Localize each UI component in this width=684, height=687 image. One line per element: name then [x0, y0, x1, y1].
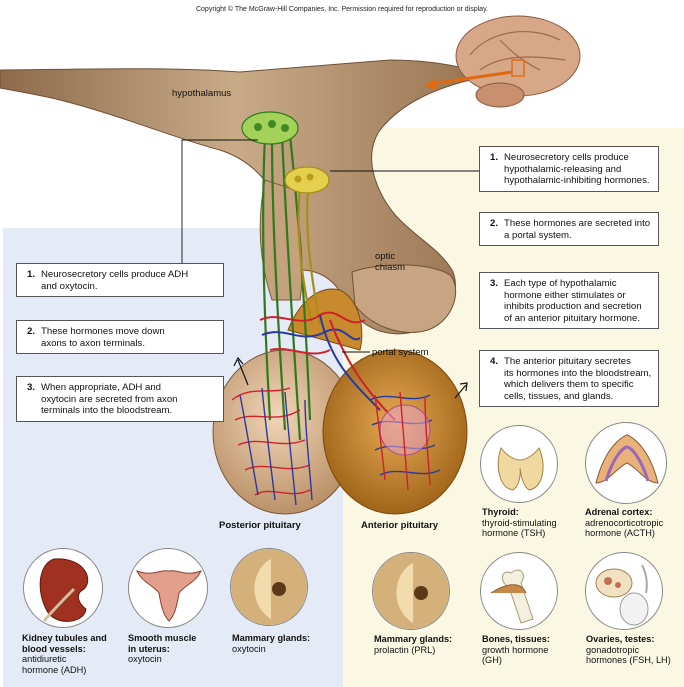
adrenal-caption: Adrenal cortex: adrenocorticotropic horm…	[585, 507, 663, 539]
mammary-gland-icon	[372, 552, 450, 630]
right-step-box: 2. These hormones are secreted into a po…	[479, 212, 659, 246]
right-step-box: 4. The anterior pituitary secretes its h…	[479, 350, 659, 407]
mammary-left-caption: Mammary glands: oxytocin	[232, 633, 310, 654]
step-text: terminals into the bloodstream.	[41, 405, 173, 416]
target-title: Ovaries, testes:	[586, 634, 655, 644]
kidney-icon	[23, 548, 103, 628]
step-text: and oxytocin.	[41, 280, 98, 292]
optic-chiasm-label-line: chiasm	[375, 262, 406, 273]
step-text: oxytocin are secreted from axon	[41, 393, 178, 405]
step-text: hormone either stimulates or	[504, 289, 626, 301]
step-number: 1.	[27, 269, 36, 280]
right-step-box: 3. Each type of hypothalamic hormone eit…	[479, 272, 659, 329]
step-text: Each type of hypothalamic	[504, 278, 617, 289]
step-text: which delivers them to specific	[504, 379, 634, 390]
kidney-caption: Kidney tubules and blood vessels: antidi…	[22, 633, 107, 675]
target-hormone: adrenocorticotropic	[585, 517, 664, 528]
neurosecretory-cells-yellow	[297, 187, 322, 326]
target-hormone: hormone (ACTH)	[585, 528, 655, 538]
right-step-box: 1. Neurosecretory cells produce hypothal…	[479, 146, 659, 192]
left-step-box: 1. Neurosecretory cells produce ADH and …	[16, 263, 224, 297]
thyroid-caption: Thyroid: thyroid-stimulating hormone (TS…	[482, 507, 557, 539]
mammary-gland-icon	[230, 548, 308, 626]
step-number: 3.	[490, 278, 499, 289]
step-text: The anterior pituitary secretes	[504, 356, 631, 367]
step-number: 3.	[27, 382, 36, 393]
target-hormone: oxytocin	[232, 643, 266, 654]
left-step-box: 3. When appropriate, ADH and oxytocin ar…	[16, 376, 224, 422]
target-hormone: growth hormone	[482, 644, 549, 655]
target-title: in uterus:	[128, 643, 170, 654]
target-hormone: gonadotropic	[586, 644, 640, 655]
mammary-right-caption: Mammary glands: prolactin (PRL)	[374, 634, 452, 655]
target-title: blood vessels:	[22, 643, 86, 654]
target-title: Thyroid:	[482, 507, 519, 517]
anterior-capillary-bed	[369, 391, 441, 491]
posterior-capillary-bed	[231, 387, 313, 506]
target-hormone: oxytocin	[128, 654, 162, 664]
target-hormone: hormones (FSH, LH)	[586, 655, 671, 665]
step-number: 2.	[27, 326, 36, 337]
ovaries-caption: Ovaries, testes: gonadotropic hormones (…	[586, 634, 671, 666]
step-text: These hormones are secreted into	[504, 218, 651, 229]
step-text: These hormones move down	[41, 326, 165, 337]
bone-icon	[480, 552, 558, 630]
anterior-pituitary-label: Anterior pituitary	[361, 520, 439, 531]
target-title: Mammary glands:	[374, 634, 453, 644]
brain-orientation-inset	[424, 15, 581, 108]
step-text: hypothalamic-releasing and	[504, 163, 622, 175]
optic-chiasm-label-line: optic	[375, 251, 396, 262]
target-title: Smooth muscle	[128, 633, 197, 643]
uterus-icon	[128, 548, 208, 628]
left-step-box: 2. These hormones move down axons to axo…	[16, 320, 224, 354]
step-number: 1.	[490, 152, 499, 163]
step-text: hypothalamic-inhibiting hormones.	[504, 175, 650, 186]
target-hormone: prolactin (PRL)	[374, 644, 436, 655]
target-title: Kidney tubules and	[22, 633, 107, 643]
target-hormone: thyroid-stimulating	[482, 517, 557, 528]
bones-caption: Bones, tissues: growth hormone (GH)	[482, 634, 550, 666]
step-text: its hormones into the bloodstream,	[504, 367, 652, 379]
leader-lines	[181, 139, 480, 353]
uterus-caption: Smooth muscle in uterus: oxytocin	[128, 633, 196, 665]
optic-chiasm-shape	[351, 264, 457, 333]
hypothalamus-label: hypothalamus	[172, 88, 232, 99]
step-text: a portal system.	[504, 229, 572, 241]
target-title: Mammary glands:	[232, 633, 311, 643]
posterior-pituitary-label: Posterior pituitary	[219, 520, 301, 531]
step-number: 2.	[490, 218, 499, 229]
portal-system-vessels	[259, 311, 396, 421]
target-title: Adrenal cortex:	[585, 507, 653, 517]
target-hormone: antidiuretic	[22, 654, 67, 664]
portal-system-label: portal system	[372, 347, 429, 358]
step-text: Neurosecretory cells produce	[504, 152, 629, 163]
step-number: 4.	[490, 356, 499, 367]
target-title: Bones, tissues:	[482, 634, 550, 644]
thyroid-icon	[480, 425, 558, 503]
ovary-testis-icon	[585, 552, 663, 630]
copyright-notice: Copyright © The McGraw-Hill Companies, I…	[195, 6, 488, 13]
target-hormone: hormone (TSH)	[482, 528, 546, 538]
step-text: inhibits production and secretion	[504, 301, 642, 312]
optic-chiasm-label: optic chiasm	[375, 251, 405, 273]
step-text: axons to axon terminals.	[41, 337, 145, 349]
secretion-arrows	[233, 356, 468, 399]
step-text: cells, tissues, and glands.	[504, 390, 614, 402]
step-text: of an anterior pituitary hormone.	[504, 312, 640, 324]
step-text: When appropriate, ADH and	[41, 382, 161, 393]
target-hormone: (GH)	[482, 655, 502, 665]
adrenal-icon	[585, 422, 667, 504]
target-hormone: hormone (ADH)	[22, 664, 87, 675]
step-text: Neurosecretory cells produce ADH	[41, 269, 189, 280]
